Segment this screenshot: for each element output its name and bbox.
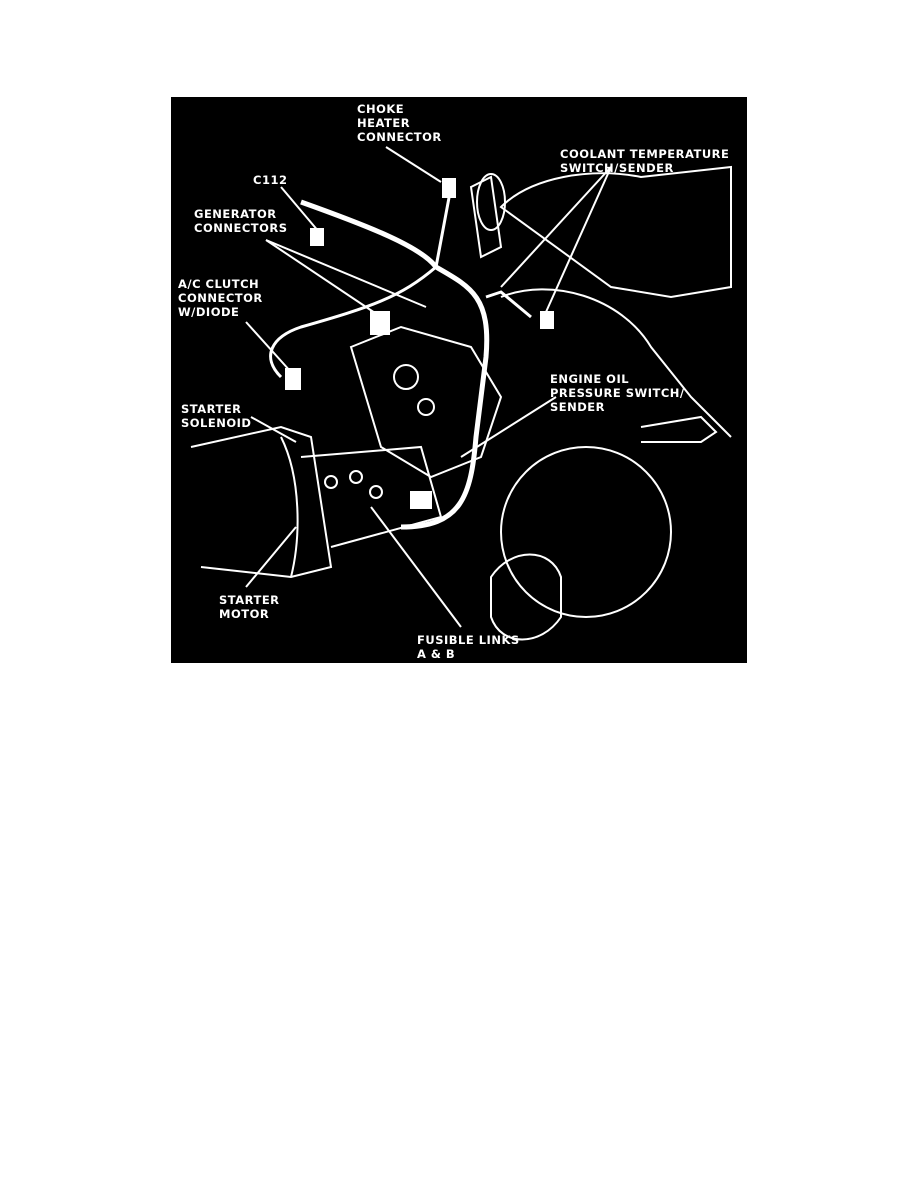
engine-illustration — [190, 146, 732, 641]
label-starter-solenoid: STARTER SOLENOID — [181, 402, 252, 430]
label-choke-heater-connector: CHOKE HEATER CONNECTOR — [357, 102, 442, 144]
label-coolant-temperature-switch: COOLANT TEMPERATURE SWITCH/SENDER — [560, 147, 730, 175]
label-starter-motor: STARTER MOTOR — [219, 593, 280, 621]
label-fusible-links: FUSIBLE LINKS A & B — [417, 633, 520, 661]
label-ac-clutch-connector: A/C CLUTCH CONNECTOR W/DIODE — [178, 277, 263, 319]
engine-wiring-diagram: CHOKE HEATER CONNECTOR C112 GENERATOR CO… — [171, 97, 747, 663]
label-engine-oil-pressure-switch: ENGINE OIL PRESSURE SWITCH/ SENDER — [550, 372, 685, 414]
label-generator-connectors: GENERATOR CONNECTORS — [194, 207, 288, 235]
label-c112: C112 — [253, 173, 288, 187]
